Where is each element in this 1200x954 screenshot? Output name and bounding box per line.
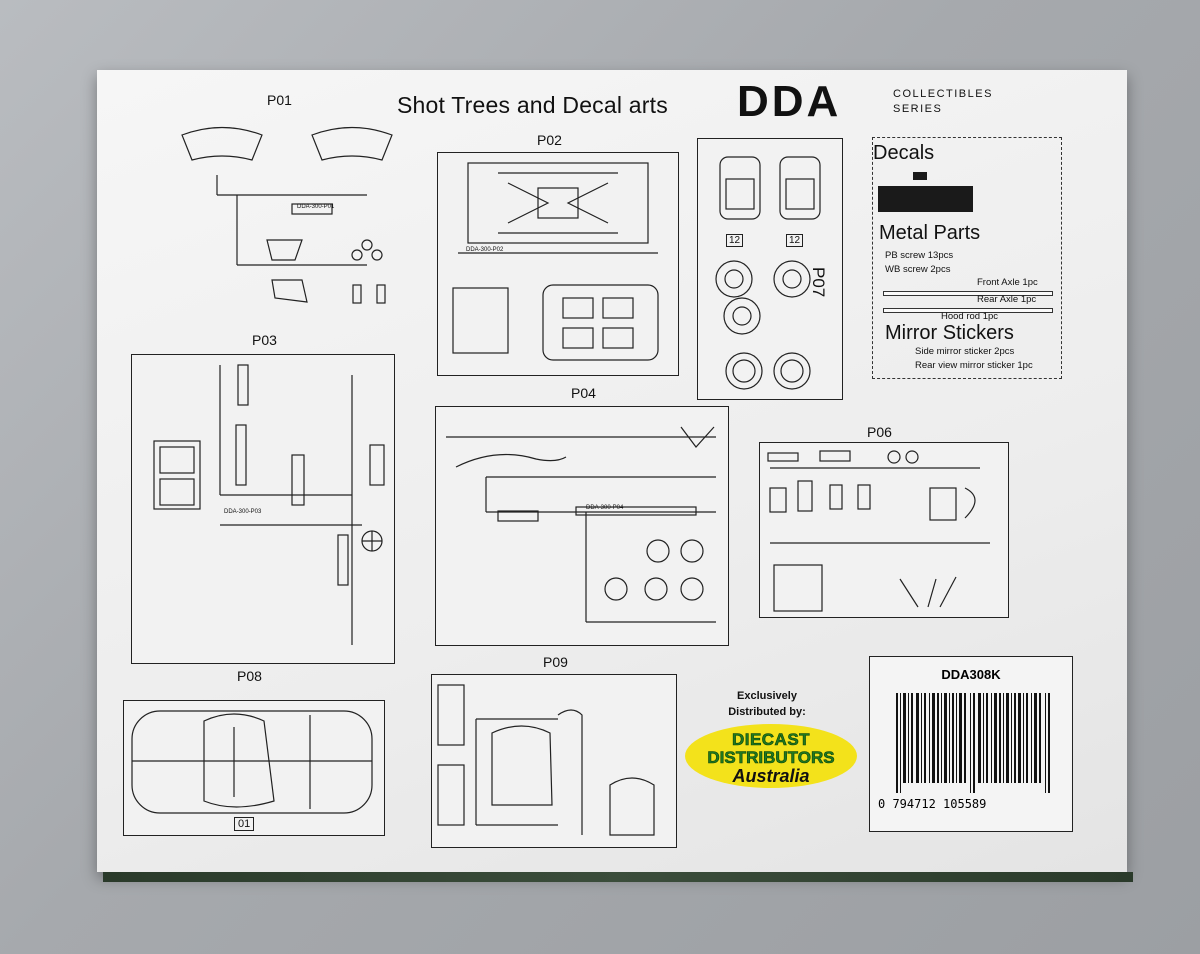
product-code: DDA308K xyxy=(941,667,1001,682)
p03-tag: DDA-300-P03 xyxy=(224,509,262,515)
panel-label-p08: P08 xyxy=(237,668,262,684)
decals-heading: Decals xyxy=(873,142,935,164)
p02-tag: DDA-300-P02 xyxy=(466,247,504,253)
side-mirror-text: Side mirror sticker 2pcs xyxy=(915,346,1015,357)
panel-label-p01: P01 xyxy=(267,92,292,108)
box-bottom-edge xyxy=(103,872,1133,882)
panel-p03: DDA-300-P03 xyxy=(131,354,395,664)
front-axle-text: Front Axle 1pc xyxy=(977,277,1038,288)
panel-label-p04: P04 xyxy=(571,385,596,401)
panel-label-p09: P09 xyxy=(543,654,568,670)
distributor-logo: DIECAST DISTRIBUTORS Australia xyxy=(685,724,857,788)
wb-screw-text: WB screw 2pcs xyxy=(885,264,951,275)
distributor-logo-bottom: Australia xyxy=(732,766,810,786)
mirror-stickers-heading: Mirror Stickers xyxy=(885,322,1014,344)
dda-logo: DDA COLLECTIBLES SERIES xyxy=(737,80,1047,124)
decal-small-image xyxy=(913,172,927,180)
hood-rod-text: Hood rod 1pc xyxy=(941,311,999,322)
kit-box-back: Shot Trees and Decal arts DDA COLLECTIBL… xyxy=(97,70,1127,872)
brand-sub-1: COLLECTIBLES xyxy=(893,88,993,100)
panel-p08: 01 xyxy=(123,700,385,836)
front-axle-rod xyxy=(883,291,1053,296)
panel-p06 xyxy=(759,442,1009,618)
seat-number-left: 12 xyxy=(726,234,744,247)
panel-label-p02: P02 xyxy=(537,132,562,148)
rear-axle-text: Rear Axle 1pc xyxy=(977,294,1037,305)
barcode-digits: 0 794712 105589 xyxy=(878,797,987,811)
rear-axle-rod xyxy=(883,308,1053,313)
distributor-logo-top: DIECAST xyxy=(731,730,811,750)
brand-sub-2: SERIES xyxy=(893,103,943,115)
body-number: 01 xyxy=(234,817,255,831)
decal-sheet-image xyxy=(878,186,973,212)
metal-parts-heading: Metal Parts xyxy=(879,222,981,244)
distributor-logo-mid: DISTRIBUTORS xyxy=(707,748,835,768)
barcode-bars xyxy=(896,693,1050,793)
brand-text: DDA xyxy=(737,77,842,126)
rear-mirror-text: Rear view mirror sticker 1pc xyxy=(915,360,1033,371)
panel-label-p06: P06 xyxy=(867,424,892,440)
seat-number-right: 12 xyxy=(786,234,804,247)
barcode-box: DDA308K 0 794712 105589 xyxy=(869,656,1073,832)
p04-tag: DDA-300-P04 xyxy=(586,505,624,511)
distributor-line-1: Exclusively xyxy=(737,690,797,702)
panel-p09 xyxy=(431,674,677,848)
distributor-line-2: Distributed by: xyxy=(728,706,806,718)
panel-label-p03: P03 xyxy=(252,332,277,348)
panel-p07: 12 12 P07 xyxy=(697,138,843,400)
panel-p02: DDA-300-P02 xyxy=(437,152,679,376)
panel-label-p07: P07 xyxy=(809,267,828,298)
pb-screw-text: PB screw 13pcs xyxy=(885,250,954,261)
panel-p04: DDA-300-P04 xyxy=(435,406,729,646)
p01-tag: DDA-300-P01 xyxy=(297,204,335,210)
parts-info-box: Decals Metal Parts PB screw 13pcs WB scr… xyxy=(872,137,1062,379)
panel-p01-drawing: DDA-300-P01 xyxy=(177,120,417,310)
page-title: Shot Trees and Decal arts xyxy=(397,92,668,118)
